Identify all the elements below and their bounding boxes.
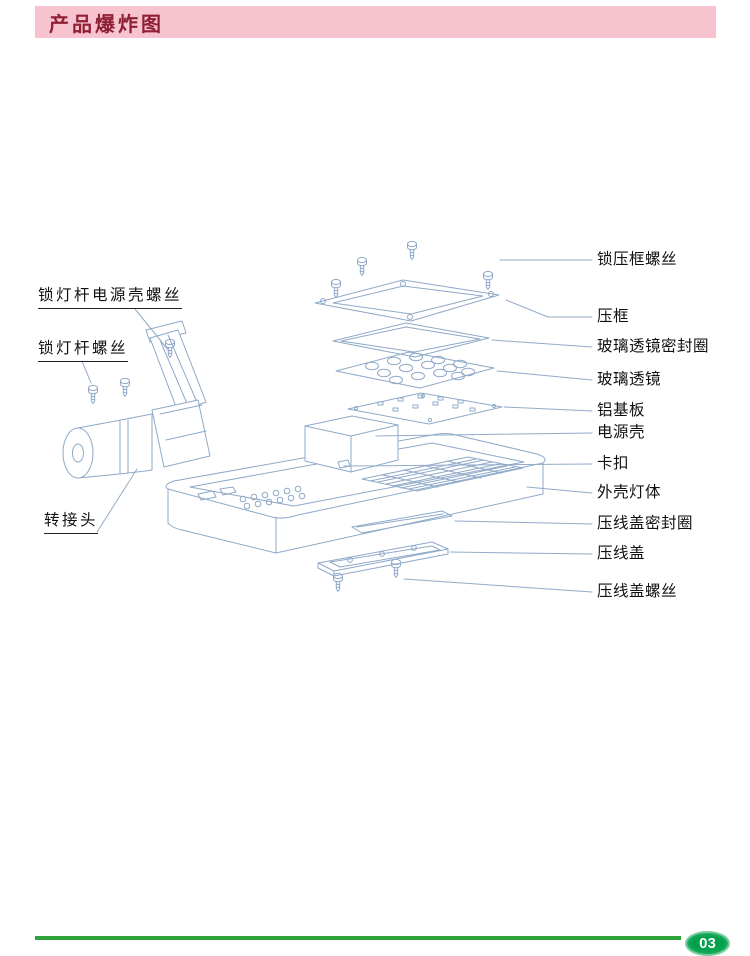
label-press-frame: 压框 [597,308,630,325]
part-pole-joint [151,399,211,468]
part-press-frame-screws [331,240,493,298]
part-adapter [62,413,153,479]
part-glass-lens [335,351,495,389]
part-lamp-body [165,433,546,554]
part-pole-bracket [145,320,207,413]
leader-lines [81,259,593,593]
part-pole-screws [88,377,130,404]
part-press-frame [314,279,500,322]
page-title: 产品爆炸图 [49,13,164,36]
lamp-body-heatsink-grid [361,456,524,492]
footer-rule [35,936,681,940]
label-pole-screw: 锁灯杆螺丝 [38,340,129,362]
label-wire-cover: 压线盖 [597,545,646,562]
label-wire-cover-gasket: 压线盖密封圈 [597,515,694,532]
page-number-badge: 03 [685,931,730,956]
part-lens-gasket [332,322,490,358]
label-wire-cover-screw: 压线盖螺丝 [597,583,678,600]
label-clip: 卡扣 [597,455,630,472]
label-press-frame-screw: 锁压框螺丝 [597,251,678,268]
label-glass-lens: 玻璃透镜 [597,371,662,388]
part-clip [337,459,351,469]
part-wire-cover-gasket [351,510,453,534]
lamp-body-terminals [239,485,306,510]
part-power-shell [304,415,399,473]
page-number: 03 [699,935,716,952]
part-wire-cover [317,541,449,577]
page-header: 产品爆炸图 [35,6,716,38]
label-aluminum-board: 铝基板 [597,402,646,419]
label-power-shell: 电源壳 [597,424,646,441]
label-adapter: 转接头 [44,512,99,534]
label-lamp-body: 外壳灯体 [597,484,662,501]
label-glass-lens-gasket: 玻璃透镜密封圈 [597,338,710,355]
label-pole-power-shell-screw: 锁灯杆电源壳螺丝 [38,287,183,309]
part-aluminum-board [347,392,503,425]
